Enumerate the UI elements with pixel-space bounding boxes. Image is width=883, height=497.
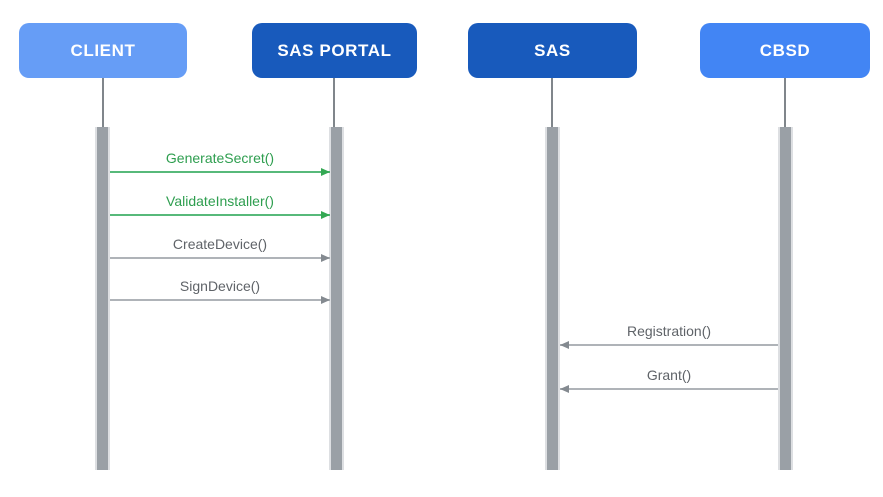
arrowhead-left-icon bbox=[560, 384, 569, 393]
message-arrow-line bbox=[560, 384, 778, 393]
message-arrow-line bbox=[110, 295, 330, 304]
message-generate-secret: GenerateSecret() bbox=[110, 149, 330, 176]
actor-box-sas: SAS bbox=[468, 23, 637, 78]
lifeline-cbsd bbox=[784, 78, 786, 127]
message-label: GenerateSecret() bbox=[165, 150, 275, 166]
arrowhead-right-icon bbox=[321, 253, 330, 262]
message-arrow-line bbox=[110, 168, 330, 176]
activation-bar-sas-portal bbox=[329, 127, 344, 470]
message-grant: Grant() bbox=[560, 366, 778, 393]
message-label: CreateDevice() bbox=[172, 236, 268, 252]
message-sign-device: SignDevice() bbox=[110, 277, 330, 304]
message-registration: Registration() bbox=[560, 322, 778, 349]
activation-bar-client bbox=[95, 127, 110, 470]
message-arrow-line bbox=[110, 253, 330, 262]
message-label: ValidateInstaller() bbox=[166, 193, 274, 209]
arrowhead-left-icon bbox=[560, 340, 569, 349]
message-validate-installer: ValidateInstaller() bbox=[110, 192, 330, 219]
activation-bar-sas bbox=[545, 127, 560, 470]
message-arrow-line bbox=[110, 211, 330, 219]
lifeline-client bbox=[102, 78, 104, 127]
actor-box-client: CLIENT bbox=[19, 23, 187, 78]
lifeline-sas-portal bbox=[333, 78, 335, 127]
arrowhead-right-icon bbox=[321, 211, 330, 219]
arrowhead-right-icon bbox=[321, 168, 330, 176]
actor-label-client: CLIENT bbox=[70, 40, 136, 60]
message-label: Registration() bbox=[626, 323, 712, 339]
lifeline-sas bbox=[551, 78, 553, 127]
activation-bar-cbsd bbox=[778, 127, 793, 470]
actor-label-sas: SAS bbox=[534, 40, 571, 60]
arrowhead-right-icon bbox=[321, 295, 330, 304]
message-label: SignDevice() bbox=[179, 278, 261, 294]
message-arrow-line bbox=[560, 340, 778, 349]
actor-label-cbsd: CBSD bbox=[759, 40, 811, 60]
message-label: Grant() bbox=[646, 367, 692, 383]
actor-label-sas-portal: SAS PORTAL bbox=[277, 40, 392, 60]
message-create-device: CreateDevice() bbox=[110, 235, 330, 262]
actor-box-sas-portal: SAS PORTAL bbox=[252, 23, 417, 78]
actor-box-cbsd: CBSD bbox=[700, 23, 870, 78]
